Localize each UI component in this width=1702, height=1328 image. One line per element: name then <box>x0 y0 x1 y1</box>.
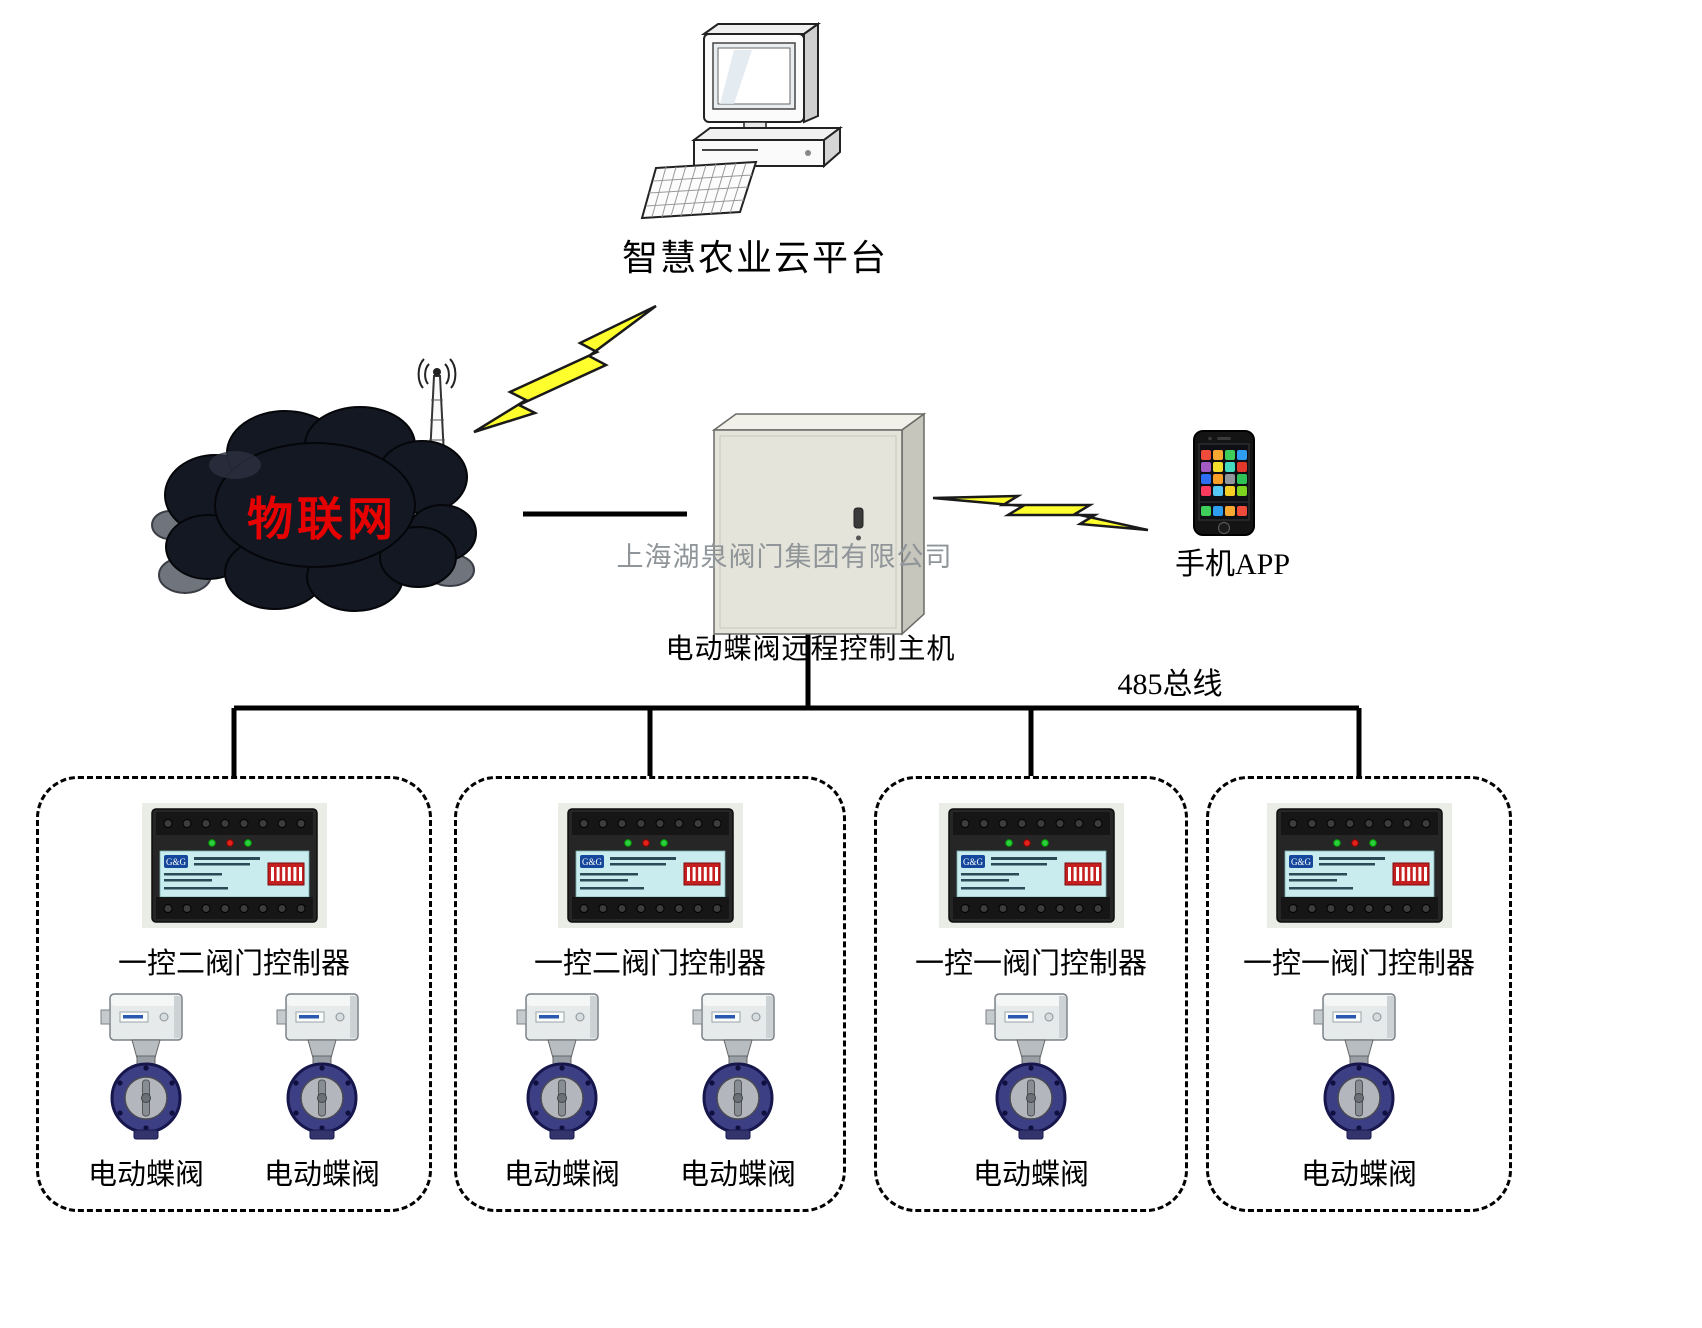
iot-cloud <box>151 406 477 612</box>
smartphone <box>1193 430 1255 536</box>
keyboard-keys <box>645 162 753 218</box>
bus-lines <box>231 511 1362 780</box>
butterfly-valve-image <box>1299 990 1419 1145</box>
computer-case <box>691 126 843 169</box>
lightning-bolt-phone <box>932 494 1149 532</box>
app-grid <box>1199 450 1249 516</box>
controller-label: 一控二阀门控制器 <box>533 948 766 980</box>
butterfly-valve-image <box>262 990 382 1145</box>
cabinet-door <box>713 429 903 635</box>
valve-group-1: 一控二阀门控制器 电动蝶阀 电动蝶阀 <box>36 776 432 1212</box>
control-cabinet <box>711 412 927 636</box>
valve-group-3: 一控一阀门控制器 电动蝶阀 <box>874 776 1188 1212</box>
phone-label: 手机APP <box>1174 548 1291 581</box>
valve-label: 电动蝶阀 <box>1300 1159 1417 1191</box>
phone-camera <box>1208 436 1212 441</box>
valve-row: 电动蝶阀 <box>971 990 1091 1193</box>
valve-controller-image <box>939 803 1124 928</box>
watermark: 上海湖泉阀门集团有限公司 <box>616 542 953 572</box>
controller-label: 一控一阀门控制器 <box>1242 948 1475 980</box>
butterfly-valve-image <box>502 990 622 1145</box>
cabinet-side <box>901 412 925 636</box>
monitor <box>700 22 822 131</box>
keyboard <box>640 160 758 220</box>
valve-label: 电动蝶阀 <box>263 1159 380 1191</box>
valve-row: 电动蝶阀 电动蝶阀 <box>502 990 798 1193</box>
butterfly-valve: 电动蝶阀 <box>971 990 1091 1193</box>
butterfly-valve-image <box>678 990 798 1145</box>
butterfly-valve: 电动蝶阀 <box>1299 990 1419 1193</box>
cabinet-handle <box>853 507 864 529</box>
computer-illustration <box>640 22 843 220</box>
valve-group-2: 一控二阀门控制器 电动蝶阀 电动蝶阀 <box>454 776 846 1212</box>
cabinet-top <box>711 413 927 431</box>
valve-controller-image <box>558 803 743 928</box>
cabinet-lock <box>856 535 861 541</box>
cloud-shape <box>164 406 477 612</box>
valve-controller-image <box>1267 803 1452 928</box>
valve-label: 电动蝶阀 <box>679 1159 796 1191</box>
butterfly-valve-image <box>971 990 1091 1145</box>
butterfly-valve: 电动蝶阀 <box>86 990 206 1193</box>
host-label: 电动蝶阀远程控制主机 <box>665 634 956 665</box>
valve-row: 电动蝶阀 <box>1299 990 1419 1193</box>
iot-label: 物联网 <box>247 494 397 545</box>
lightning-bolt-cloud <box>473 304 657 434</box>
valve-label: 电动蝶阀 <box>87 1159 204 1191</box>
controller-label: 一控一阀门控制器 <box>914 948 1147 980</box>
butterfly-valve: 电动蝶阀 <box>678 990 798 1193</box>
valve-group-4: 一控一阀门控制器 电动蝶阀 <box>1206 776 1512 1212</box>
butterfly-valve: 电动蝶阀 <box>262 990 382 1193</box>
butterfly-valve-image <box>86 990 206 1145</box>
cabinet-door-seam <box>719 435 897 629</box>
valve-row: 电动蝶阀 电动蝶阀 <box>86 990 382 1193</box>
valve-controller-image <box>142 803 327 928</box>
cloud-highlight <box>209 451 261 479</box>
bus-label: 485总线 <box>1117 668 1223 701</box>
home-button <box>1217 521 1231 535</box>
controller-label: 一控二阀门控制器 <box>117 948 350 980</box>
valve-label: 电动蝶阀 <box>503 1159 620 1191</box>
valve-label: 电动蝶阀 <box>972 1159 1089 1191</box>
cloud-platform-label: 智慧农业云平台 <box>621 238 888 278</box>
butterfly-valve: 电动蝶阀 <box>502 990 622 1193</box>
phone-speaker <box>1217 437 1231 440</box>
